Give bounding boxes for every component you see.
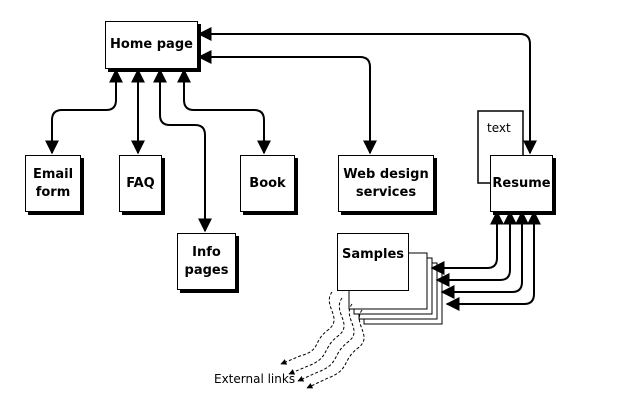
node-book: Book xyxy=(240,155,295,212)
node-home-page: Home page xyxy=(105,21,198,69)
link-home-web xyxy=(197,50,377,155)
node-web-design-services-label: Web design services xyxy=(343,166,429,200)
link-home-info xyxy=(153,68,212,233)
node-info-pages: Info pages xyxy=(177,233,236,290)
external-links-label: External links xyxy=(214,372,296,386)
link-home-email xyxy=(45,68,123,155)
node-samples: Samples xyxy=(337,233,409,291)
node-book-label: Book xyxy=(249,175,286,191)
external-link-paths xyxy=(280,291,365,389)
node-faq-label: FAQ xyxy=(126,175,155,191)
link-home-book xyxy=(177,68,271,155)
link-resume-samples-1 xyxy=(430,210,504,275)
node-samples-label: Samples xyxy=(342,247,404,262)
node-resume-label: Resume xyxy=(492,175,551,191)
node-faq: FAQ xyxy=(119,155,162,212)
resume-text-note-label: text xyxy=(487,121,511,135)
link-resume-samples-2 xyxy=(435,210,517,287)
link-resume-samples-4 xyxy=(445,210,541,311)
node-email-form: Email form xyxy=(25,155,81,212)
node-info-pages-label: Info pages xyxy=(184,244,229,278)
node-resume: Resume xyxy=(490,155,553,212)
node-web-design-services: Web design services xyxy=(338,155,434,212)
node-home-page-label: Home page xyxy=(110,37,193,52)
link-home-resume xyxy=(197,27,537,155)
node-email-form-label: Email form xyxy=(32,166,74,200)
